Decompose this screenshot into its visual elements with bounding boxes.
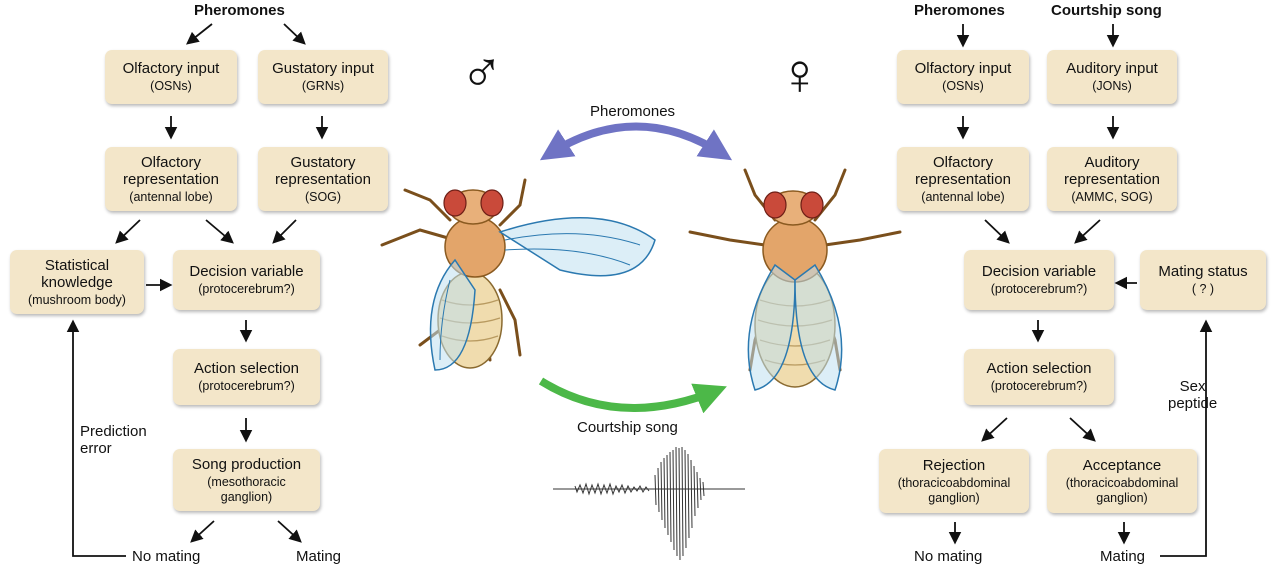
female-no-mating-label: No mating: [914, 548, 983, 565]
male-action-selection-box: Action selection (protocerebrum?): [173, 349, 320, 405]
arrow-action-to-rejection: [981, 417, 1008, 442]
male-olfactory-representation-box: Olfactory representation (antennal lobe): [105, 147, 237, 211]
male-mating-label: Mating: [296, 548, 342, 565]
box-title: Action selection: [986, 360, 1092, 377]
prediction-error-label: Prediction error: [80, 423, 147, 457]
box-subtitle-line2: ganglion): [928, 490, 980, 505]
female-acceptance-box: Acceptance (thoracicoabdominal ganglion): [1047, 449, 1197, 513]
box-title-line2: representation: [275, 170, 371, 188]
box-title: Song production: [191, 455, 302, 473]
label-line2: peptide: [1168, 395, 1218, 412]
box-title-line2: representation: [1064, 170, 1160, 188]
box-subtitle: (protocerebrum?): [198, 379, 295, 393]
courtship-song-center-label: Courtship song: [577, 419, 678, 436]
box-title: Gustatory input: [272, 60, 374, 77]
box-subtitle: (protocerebrum?): [990, 282, 1088, 296]
courtship-song-arrow: [538, 377, 727, 414]
box-title-line2: knowledge: [41, 273, 113, 291]
female-rejection-box: Rejection (thoracicoabdominal ganglion): [879, 449, 1029, 513]
box-title: Mating status: [1158, 263, 1248, 280]
female-olfactory-representation-box: Olfactory representation (antennal lobe): [897, 147, 1029, 211]
box-subtitle: (protocerebrum?): [198, 282, 295, 296]
female-auditory-representation-box: Auditory representation (AMMC, SOG): [1047, 147, 1177, 211]
box-title: Rejection: [922, 456, 986, 474]
label-line2: error: [80, 440, 112, 457]
box-title: Auditory input: [1066, 60, 1158, 77]
male-gustatory-input-box: Gustatory input (GRNs): [258, 50, 388, 104]
box-title: Action selection: [193, 360, 300, 377]
pheromones-center-label: Pheromones: [590, 103, 676, 120]
female-action-selection-box: Action selection (protocerebrum?): [964, 349, 1114, 405]
male-statistical-knowledge-box: Statistical knowledge (mushroom body): [10, 250, 144, 314]
male-symbol: ♂: [460, 40, 504, 105]
song-waveform: [553, 446, 745, 561]
sex-peptide-loop: [1160, 319, 1213, 557]
arrow-olfactory-rep-to-decision: [205, 219, 234, 244]
box-subtitle: (JONs): [1092, 79, 1132, 93]
box-subtitle: (protocerebrum?): [990, 379, 1088, 393]
female-auditory-input-box: Auditory input (JONs): [1047, 50, 1177, 104]
box-title: Olfactory input: [122, 60, 220, 77]
female-mating-label: Mating: [1100, 548, 1146, 565]
box-subtitle: (OSNs): [942, 79, 984, 93]
male-olfactory-input-box: Olfactory input (OSNs): [105, 50, 237, 104]
arrow-gustatory-rep-to-decision: [272, 219, 297, 244]
box-title-line2: representation: [123, 170, 219, 188]
label-line1: Sex: [1179, 378, 1206, 395]
box-title: Decision variable: [189, 263, 304, 280]
box-subtitle-line2: ganglion): [220, 489, 273, 504]
pheromones-exchange-arrow: [539, 122, 733, 161]
box-subtitle: (OSNs): [150, 79, 192, 93]
female-pheromones-header: Pheromones: [914, 2, 1005, 19]
box-title: Decision variable: [981, 263, 1097, 280]
box-title: Olfactory input: [914, 60, 1012, 77]
box-title-line1: Olfactory: [140, 153, 201, 171]
arrow-pheromones-to-olfactory: [186, 23, 213, 45]
box-subtitle-line1: (thoracicoabdominal: [897, 475, 1011, 490]
female-mating-status-box: Mating status ( ? ): [1140, 250, 1266, 310]
female-decision-variable-box: Decision variable (protocerebrum?): [964, 250, 1114, 310]
box-subtitle: (SOG): [304, 189, 342, 204]
box-title: Acceptance: [1082, 456, 1162, 474]
box-subtitle: (GRNs): [301, 79, 345, 93]
arrow-song-to-mating: [277, 520, 302, 543]
box-title-line2: representation: [915, 170, 1011, 188]
box-subtitle-line2: ganglion): [1096, 490, 1148, 505]
male-pheromones-header: Pheromones: [194, 2, 285, 19]
arrow-olfactory-rep-to-statistical: [115, 219, 141, 244]
box-subtitle: (antennal lobe): [921, 189, 1005, 204]
box-title-line1: Auditory: [1084, 153, 1140, 171]
sex-peptide-label: Sex peptide: [1168, 378, 1217, 412]
male-no-mating-label: No mating: [132, 548, 201, 565]
box-subtitle: (AMMC, SOG): [1071, 189, 1153, 204]
box-subtitle: ( ? ): [1191, 282, 1215, 296]
arrow-action-to-acceptance: [1069, 417, 1096, 442]
female-courtship-song-header: Courtship song: [1051, 2, 1162, 19]
arrow-pheromones-to-gustatory: [283, 23, 306, 45]
box-subtitle-line1: (thoracicoabdominal: [1065, 475, 1179, 490]
prediction-error-loop: [66, 319, 126, 557]
box-title-line1: Gustatory: [290, 153, 356, 171]
arrow-auditory-rep-to-decision: [1074, 219, 1101, 244]
female-symbol: ♀: [778, 42, 822, 107]
arrow-song-to-no-mating: [190, 520, 215, 543]
box-title-line1: Olfactory: [932, 153, 993, 171]
box-subtitle: (mushroom body): [28, 292, 126, 307]
box-subtitle: (antennal lobe): [129, 189, 213, 204]
female-olfactory-input-box: Olfactory input (OSNs): [897, 50, 1029, 104]
box-subtitle-line1: (mesothoracic: [207, 474, 286, 489]
box-title-line1: Statistical: [44, 256, 110, 274]
male-song-production-box: Song production (mesothoracic ganglion): [173, 449, 320, 511]
label-line1: Prediction: [80, 423, 147, 440]
arrow-folfactory-rep-to-decision: [984, 219, 1010, 244]
male-decision-variable-box: Decision variable (protocerebrum?): [173, 250, 320, 310]
male-gustatory-representation-box: Gustatory representation (SOG): [258, 147, 388, 211]
